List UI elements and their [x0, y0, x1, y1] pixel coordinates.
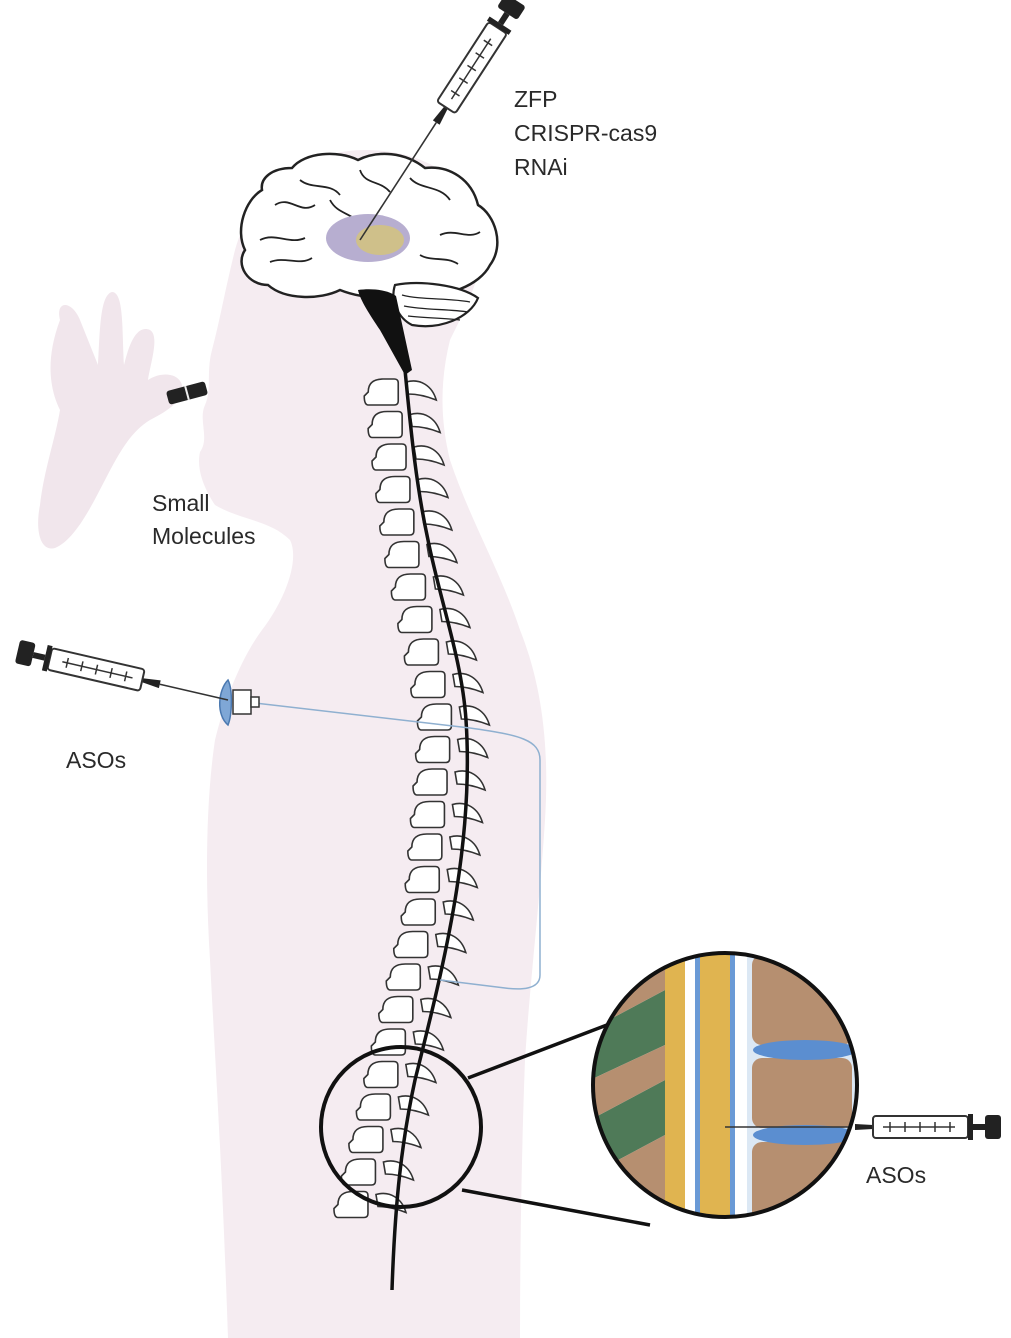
label-zfp: ZFP — [514, 84, 557, 114]
zoomed-spine-section — [590, 950, 880, 1222]
basal-ganglia-inner — [356, 225, 404, 255]
label-asos-pump: ASOs — [66, 745, 126, 775]
vertebral-body — [752, 1058, 852, 1128]
syringe-icon — [15, 639, 231, 713]
label-small-molecules-line1: Small — [152, 488, 210, 518]
label-crispr-cas9: CRISPR-cas9 — [514, 118, 657, 148]
label-asos-intrathecal: ASOs — [866, 1160, 926, 1190]
label-small-molecules-line2: Molecules — [152, 521, 256, 551]
label-rnai: RNAi — [514, 152, 568, 182]
vertebral-body — [752, 955, 852, 1045]
syringe-icon — [855, 1114, 1001, 1140]
